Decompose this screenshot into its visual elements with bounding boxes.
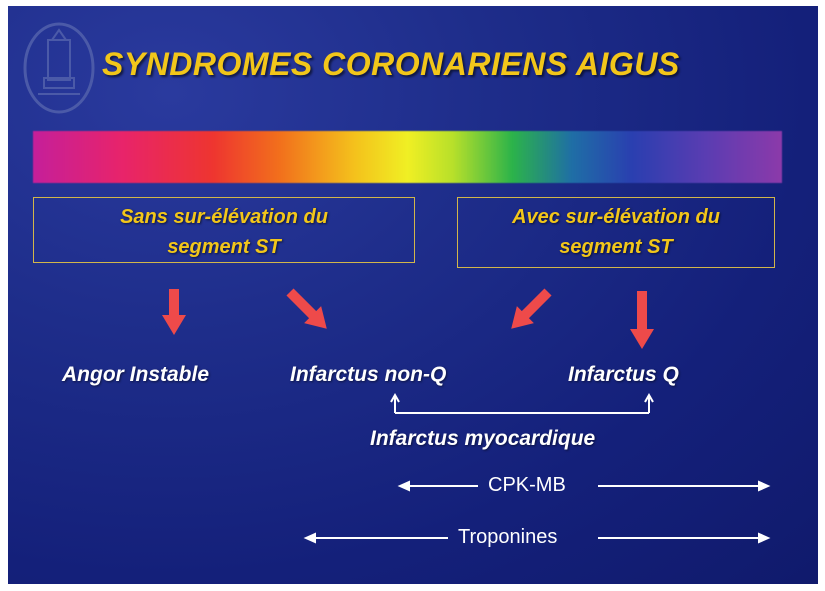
label-cpk-mb: CPK-MB [488, 474, 566, 496]
box-left-line1: Sans sur-élévation du [120, 206, 328, 228]
slide-title: SYNDROMES CORONARIENS AIGUS [102, 46, 680, 82]
label-infarctus-q: Infarctus Q [568, 363, 679, 386]
hospital-logo-icon [23, 22, 95, 114]
arrow-down-q-icon [630, 291, 654, 349]
label-infarctus-non-q: Infarctus non-Q [290, 363, 447, 386]
label-troponines: Troponines [458, 526, 558, 548]
diagram-connectors [162, 288, 771, 544]
cpk-range-line [397, 480, 771, 492]
box-right-line1: Avec sur-élévation du [512, 206, 720, 228]
box-with-st-elevation: Avec sur-élévation du segment ST [457, 197, 775, 268]
arrow-diag-non-q-left-icon [286, 288, 327, 329]
box-left-line2: segment ST [167, 236, 281, 258]
arrow-diag-non-q-right-icon [511, 288, 552, 329]
slide: SYNDROMES CORONARIENS AIGUS Sans sur-élé… [8, 6, 818, 584]
box-without-st-elevation: Sans sur-élévation du segment ST [33, 197, 415, 263]
myocardial-bracket [390, 392, 654, 414]
spectrum-bar [33, 131, 782, 183]
label-infarctus-myocardique: Infarctus myocardique [370, 427, 596, 450]
label-angor-instable: Angor Instable [62, 363, 210, 386]
troponines-range-line [303, 532, 771, 544]
box-right-line2: segment ST [559, 236, 673, 258]
arrow-down-angor-icon [162, 289, 186, 335]
